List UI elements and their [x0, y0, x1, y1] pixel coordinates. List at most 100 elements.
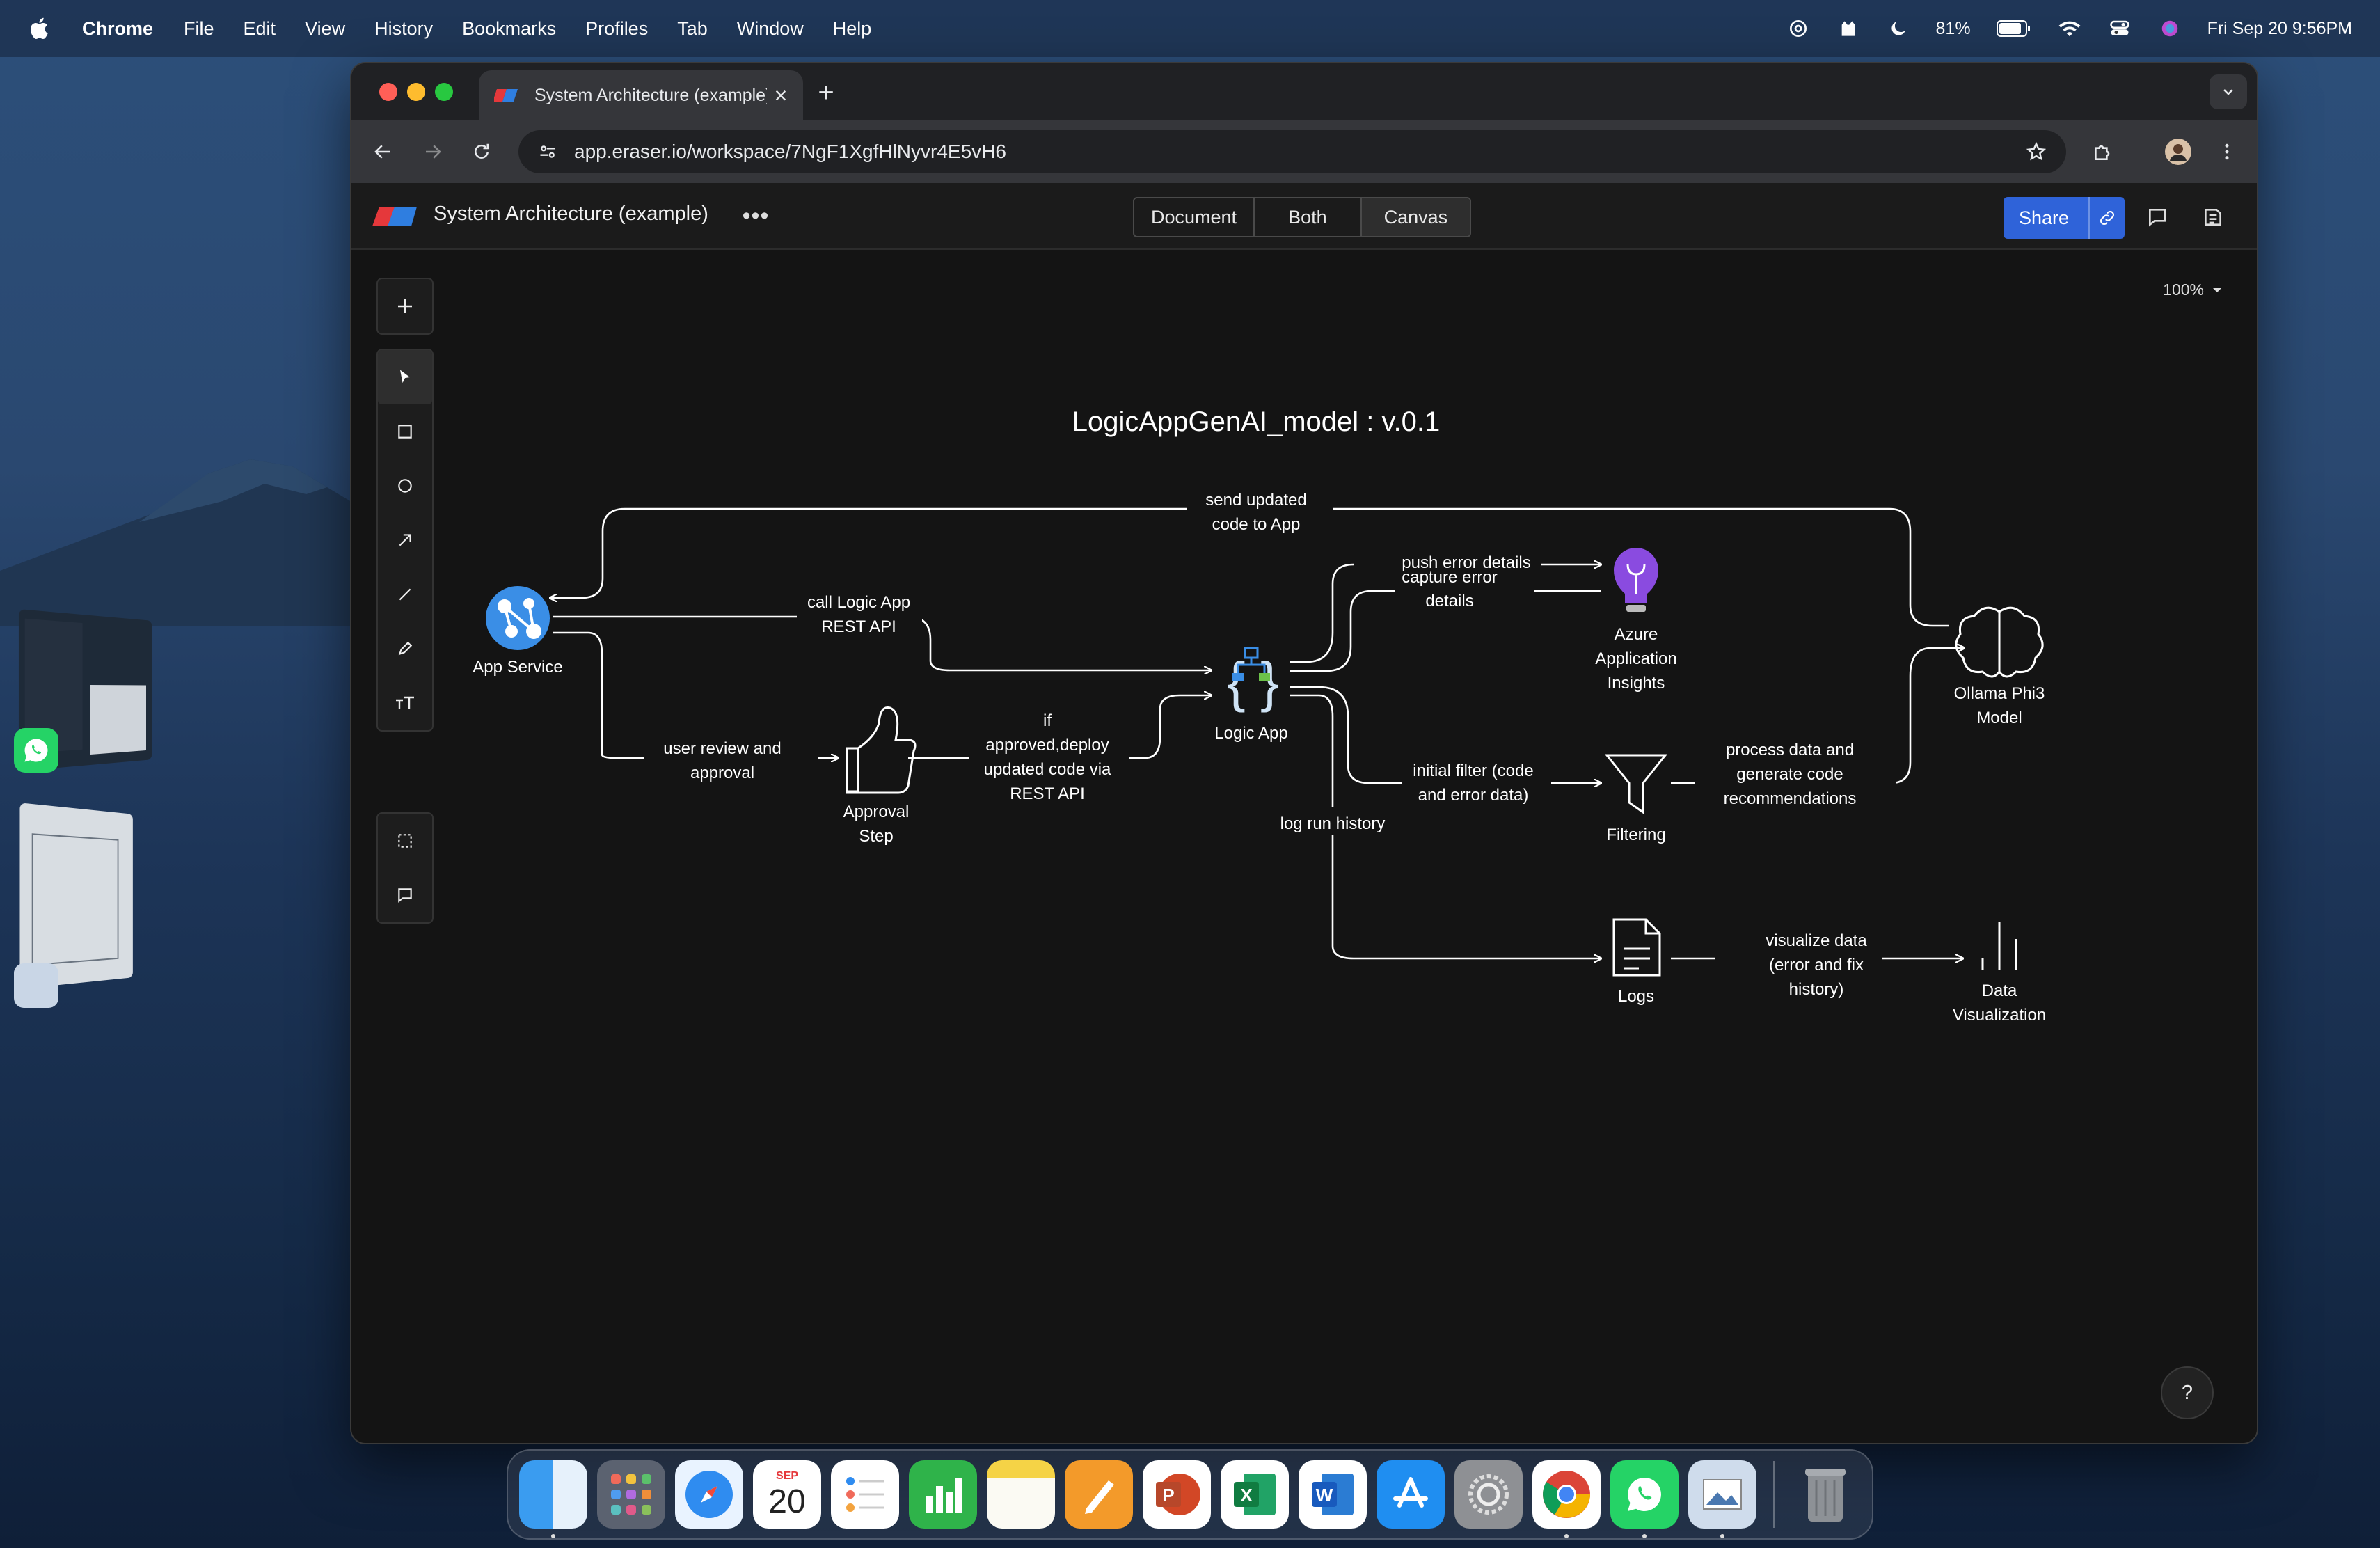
system-settings-icon[interactable] [1454, 1460, 1523, 1529]
edge-label-call-1: call Logic App [807, 593, 910, 612]
whatsapp-desktop-icon[interactable] [14, 728, 58, 773]
node-label-filtering: Filtering [1606, 826, 1665, 844]
trash-icon[interactable] [1791, 1460, 1859, 1529]
node-azure-insights[interactable]: Azure Application Insights [1595, 548, 1677, 693]
node-logic-app[interactable]: { } Logic App [1214, 647, 1288, 743]
pencil-tool-icon[interactable] [378, 622, 432, 676]
eraser-header: System Architecture (example) ••• Docume… [351, 183, 2257, 250]
edge-label-filter-1: initial filter (code [1413, 761, 1533, 780]
line-tool-icon[interactable] [378, 567, 432, 622]
menu-bookmarks[interactable]: Bookmarks [462, 17, 557, 39]
word-icon[interactable]: W [1299, 1460, 1367, 1529]
menu-window[interactable]: Window [736, 17, 804, 39]
macos-menubar: Chrome File Edit View History Bookmarks … [0, 0, 2380, 57]
back-arrow-icon[interactable] [367, 136, 399, 168]
outline-panel-icon[interactable] [2197, 201, 2229, 233]
numbers-icon[interactable] [909, 1460, 977, 1529]
view-mode-document[interactable]: Document [1134, 198, 1255, 236]
minimize-window-button[interactable] [407, 83, 425, 101]
ellipse-tool-icon[interactable] [378, 459, 432, 513]
node-filtering[interactable]: Filtering [1604, 754, 1668, 844]
view-mode-both[interactable]: Both [1255, 198, 1362, 236]
excel-icon[interactable]: X [1221, 1460, 1289, 1529]
arrow-tool-icon[interactable] [378, 513, 432, 567]
select-pointer-icon[interactable] [378, 350, 432, 404]
notes-icon[interactable] [987, 1460, 1055, 1529]
extensions-puzzle-icon[interactable] [2087, 136, 2119, 168]
share-button[interactable]: Share [2004, 197, 2125, 239]
finder-icon[interactable] [519, 1460, 587, 1538]
reload-icon[interactable] [466, 136, 498, 168]
whatsapp-icon[interactable] [1610, 1460, 1679, 1538]
preview-desktop-icon[interactable] [14, 963, 58, 1008]
diagram-canvas[interactable]: 100% LogicAppGenAI_model : v.0.1 [351, 250, 2257, 1443]
add-tool-plus-icon[interactable] [378, 279, 432, 333]
svg-text:{: { [1227, 651, 1246, 713]
app-store-icon[interactable] [1377, 1460, 1445, 1529]
view-mode-canvas[interactable]: Canvas [1361, 198, 1470, 236]
bookmark-star-icon[interactable] [2020, 136, 2052, 168]
close-window-button[interactable] [379, 83, 397, 101]
browser-tab[interactable]: System Architecture (example) × [479, 70, 803, 120]
reminders-icon[interactable] [831, 1460, 899, 1529]
node-ollama[interactable]: Ollama Phi3 Model [1954, 606, 2045, 727]
node-data-visualization[interactable]: Data Visualization [1953, 922, 2046, 1025]
more-options-icon[interactable]: ••• [742, 202, 770, 229]
node-logs[interactable]: Logs [1612, 918, 1661, 1006]
maximize-window-button[interactable] [435, 83, 453, 101]
battery-percent: 81% [1935, 18, 1971, 38]
menu-edit[interactable]: Edit [243, 17, 276, 39]
node-approval-step[interactable]: Approval Step [843, 706, 917, 846]
menubar-app-name[interactable]: Chrome [82, 17, 154, 39]
siri-icon[interactable] [2157, 16, 2182, 41]
menu-file[interactable]: File [184, 17, 214, 39]
menu-tab[interactable]: Tab [677, 17, 708, 39]
chrome-icon[interactable] [1532, 1460, 1601, 1538]
calendar-icon[interactable]: SEP 20 [753, 1460, 821, 1529]
chrome-menu-kebab-icon[interactable] [2211, 136, 2243, 168]
menu-view[interactable]: View [305, 17, 346, 39]
copy-link-icon[interactable] [2088, 197, 2125, 239]
menu-help[interactable]: Help [832, 17, 872, 39]
node-app-service[interactable]: App Service [473, 586, 563, 677]
tab-search-chevron-icon[interactable] [2210, 74, 2247, 109]
launchpad-icon[interactable] [597, 1460, 665, 1529]
apple-logo-icon[interactable] [28, 16, 53, 41]
tab-close-icon[interactable]: × [774, 82, 788, 108]
control-center-icon[interactable] [2107, 16, 2132, 41]
url-text[interactable]: app.eraser.io/workspace/7NgF1XgfHlNyvr4E… [574, 141, 1006, 162]
macos-dock: SEP 20 P X W [507, 1449, 1873, 1540]
address-bar[interactable]: app.eraser.io/workspace/7NgF1XgfHlNyvr4E… [518, 130, 2066, 173]
comments-icon[interactable] [2141, 201, 2173, 233]
menu-profiles[interactable]: Profiles [585, 17, 649, 39]
battery-icon[interactable] [1996, 16, 2032, 41]
text-tool-icon[interactable] [378, 676, 432, 730]
document-title[interactable]: System Architecture (example) [434, 203, 708, 225]
node-label-ollama-1: Ollama Phi3 [1954, 684, 2045, 703]
edge-push-error [1290, 564, 1601, 663]
rectangle-tool-icon[interactable] [378, 404, 432, 459]
preview-icon[interactable] [1688, 1460, 1756, 1538]
new-tab-button[interactable]: + [818, 77, 834, 108]
help-button[interactable]: ? [2161, 1366, 2214, 1419]
safari-icon[interactable] [675, 1460, 743, 1529]
edge-label-viz-1: visualize data [1766, 931, 1867, 950]
frame-tool-icon[interactable] [378, 814, 432, 868]
comment-tool-icon[interactable] [378, 868, 432, 922]
site-info-icon[interactable] [534, 138, 562, 166]
moon-icon[interactable] [1886, 16, 1911, 41]
profile-avatar[interactable] [2162, 136, 2194, 168]
menubar-clock[interactable]: Fri Sep 20 9:56PM [2207, 18, 2352, 38]
pages-icon[interactable] [1065, 1460, 1133, 1529]
zoom-control[interactable]: 100% [2163, 281, 2222, 299]
wifi-icon[interactable] [2057, 16, 2082, 41]
desktop-window-thumbnail-2[interactable] [19, 803, 133, 989]
powerpoint-icon[interactable]: P [1143, 1460, 1211, 1529]
chatgpt-icon[interactable] [1786, 16, 1811, 41]
edge-label-deploy-3: updated code via [984, 760, 1111, 779]
bar-chart-icon [1981, 922, 2017, 970]
menu-history[interactable]: History [374, 17, 434, 39]
forward-arrow-icon[interactable] [417, 136, 449, 168]
cat-app-icon[interactable] [1836, 16, 1861, 41]
eraser-logo-icon[interactable] [372, 204, 418, 229]
